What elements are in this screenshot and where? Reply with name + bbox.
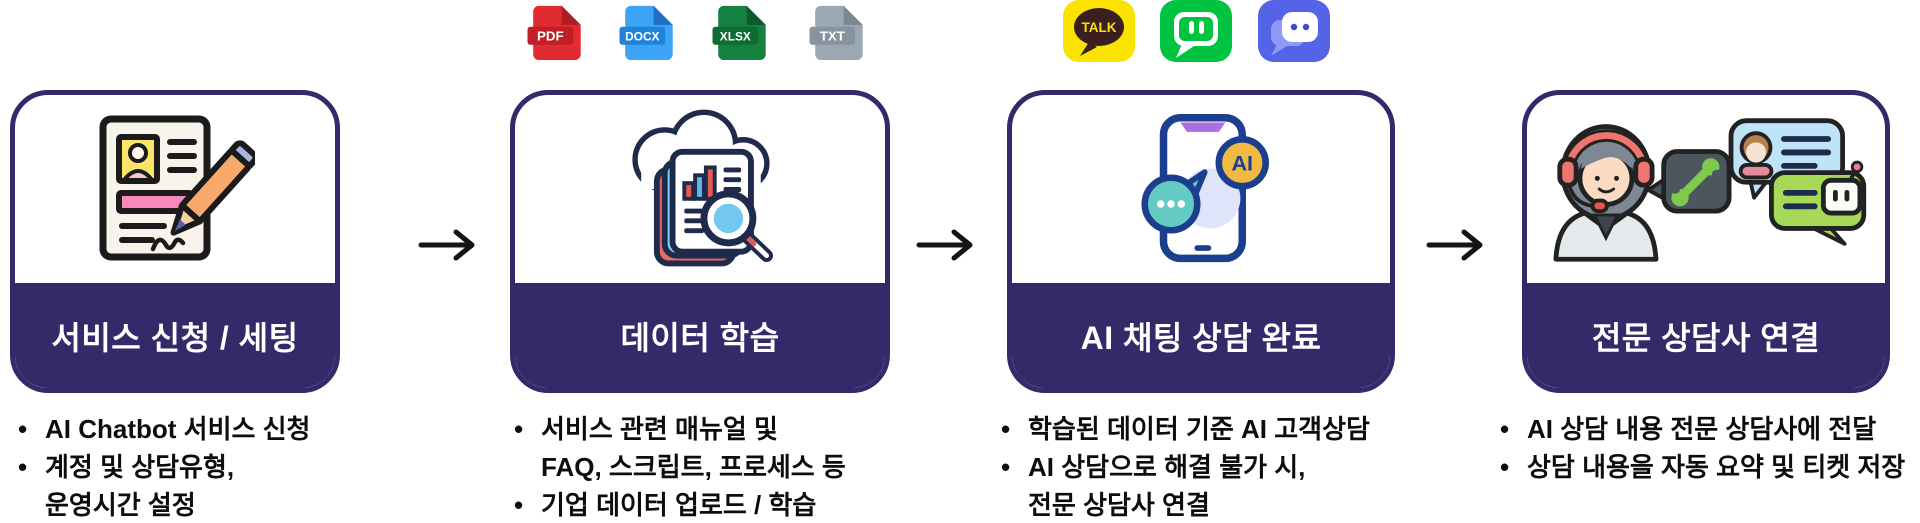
ai-chat-phone-icon: AI: [1141, 114, 1269, 263]
chat-bubble-icon: [1141, 169, 1208, 234]
step-1-title-band: 서비스 신청 / 세팅: [15, 283, 335, 388]
note-line: •AI 상담으로 해결 불가 시,: [1001, 452, 1306, 482]
note-line: •AI 상담 내용 전문 상담사에 전달: [1500, 414, 1877, 444]
xlsx-file-icon: XLSX: [712, 5, 766, 60]
agent-connect-icon: [1553, 118, 1867, 262]
note-line: •계정 및 상담유형,: [18, 452, 235, 482]
kakaotalk-label: TALK: [1082, 20, 1117, 35]
step-2-title: 데이터 학습: [620, 319, 780, 356]
step-4-title-band: 전문 상담사 연결: [1527, 283, 1885, 388]
robot-chat-icon: [1769, 160, 1867, 246]
step-1-title: 서비스 신청 / 세팅: [51, 319, 299, 356]
customer-chat-icon: [1728, 118, 1846, 200]
pencil-icon: [170, 140, 255, 236]
step-card-ai-chat: AI AI 채팅 상담 완료: [1007, 90, 1395, 393]
step-3-illustration: AI: [1012, 95, 1390, 283]
blue-chat-icon: [1258, 0, 1330, 62]
arrow-right-icon: [916, 229, 973, 261]
ai-badge-label: AI: [1231, 150, 1253, 175]
arrow-right-icon: [1426, 229, 1483, 261]
step-card-service-setup: 서비스 신청 / 세팅: [10, 90, 340, 393]
kakaotalk-icon: TALK: [1063, 0, 1135, 62]
step-3-title-band: AI 채팅 상담 완료: [1012, 283, 1390, 388]
txt-file-icon: TXT: [809, 5, 863, 60]
note-line: •서비스 관련 매뉴얼 및: [514, 414, 778, 444]
step-3-title: AI 채팅 상담 완료: [1080, 319, 1322, 356]
application-form-icon: [99, 115, 255, 261]
ai-badge: AI: [1215, 136, 1269, 190]
step-card-data-learning: 데이터 학습: [510, 90, 890, 393]
arrow-right-icon: [418, 229, 475, 261]
step-1-illustration: [15, 95, 335, 283]
txt-label: TXT: [820, 29, 845, 44]
step-4-illustration: [1527, 95, 1885, 283]
note-line: 전문 상담사 연결: [1028, 490, 1210, 520]
docx-label: DOCX: [625, 30, 659, 44]
step-2-illustration: [515, 95, 885, 283]
pdf-file-icon: PDF: [527, 5, 581, 60]
docx-file-icon: DOCX: [619, 5, 673, 60]
note-line: •AI Chatbot 서비스 신청: [18, 414, 311, 444]
note-line: •학습된 데이터 기준 AI 고객상담: [1001, 414, 1370, 444]
step-2-title-band: 데이터 학습: [515, 283, 885, 388]
xlsx-label: XLSX: [720, 30, 751, 44]
note-line: •상담 내용을 자동 요약 및 티켓 저장: [1500, 452, 1906, 482]
step-card-agent-connect: 전문 상담사 연결: [1522, 90, 1890, 393]
step-4-title: 전문 상담사 연결: [1591, 319, 1821, 356]
step-4-notes: •AI 상담 내용 전문 상담사에 전달 •상담 내용을 자동 요약 및 티켓 …: [1500, 410, 1905, 486]
green-chat-icon: [1160, 0, 1232, 62]
note-line: 운영시간 설정: [45, 490, 196, 520]
step-1-notes: •AI Chatbot 서비스 신청 •계정 및 상담유형, 운영시간 설정: [18, 410, 310, 523]
step-3-notes: •학습된 데이터 기준 AI 고객상담 •AI 상담으로 해결 불가 시, 전문…: [1001, 410, 1370, 523]
note-line: •기업 데이터 업로드 / 학습: [514, 490, 817, 520]
step-2-notes: •서비스 관련 매뉴얼 및 FAQ, 스크립트, 프로세스 등 •기업 데이터 …: [514, 410, 846, 523]
data-learning-icon: [632, 109, 774, 267]
pdf-label: PDF: [537, 29, 564, 44]
note-line: FAQ, 스크립트, 프로세스 등: [541, 452, 846, 482]
wrench-bubble-icon: [1646, 149, 1732, 214]
support-agent-icon: [1553, 124, 1659, 262]
magnifier-icon: [700, 190, 774, 263]
